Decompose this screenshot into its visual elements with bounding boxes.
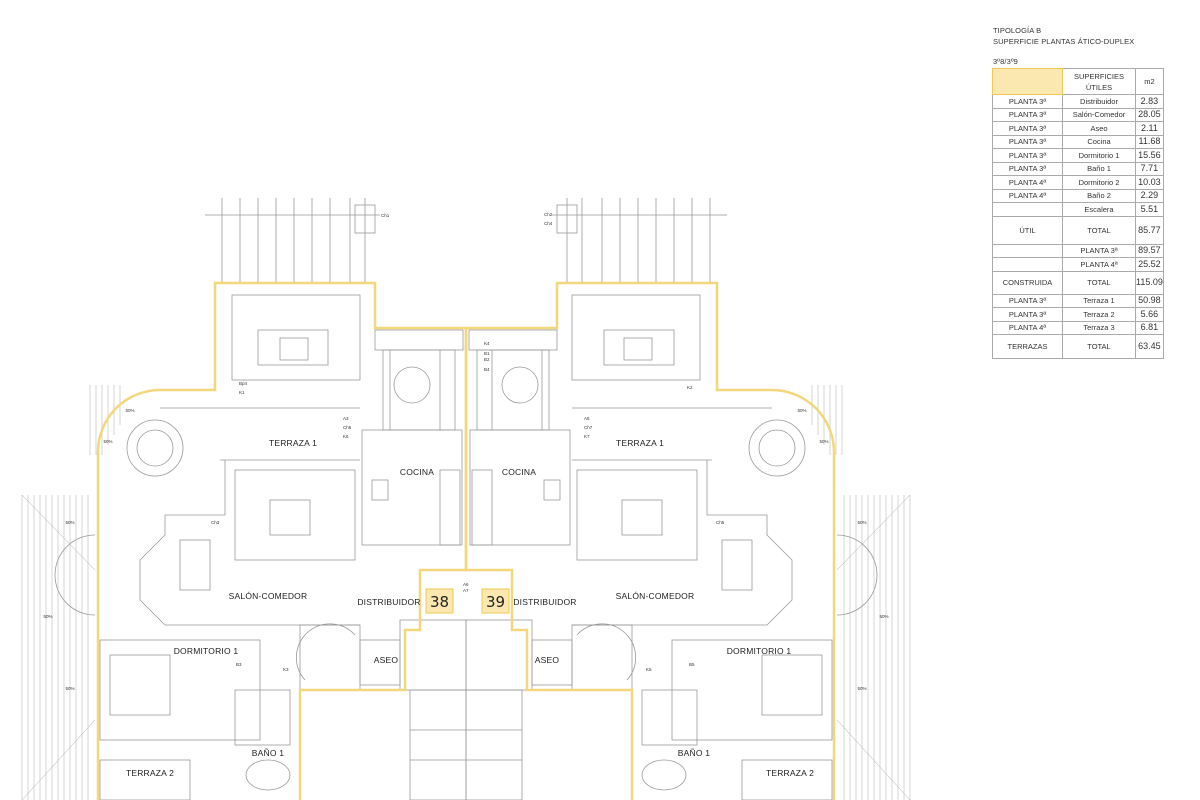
unit-38-badge — [425, 588, 454, 614]
tag-a6: A6 — [463, 582, 469, 587]
row-room: PLANTA 3ª — [1062, 243, 1136, 258]
slope-label: 50% — [857, 686, 866, 691]
header-superficies: SUPERFICIES ÚTILES — [1062, 68, 1136, 95]
tipologia-label: TIPOLOGÍA B — [993, 26, 1042, 35]
tag-ch4: Ch4 — [544, 221, 553, 226]
room-dormitorio1-left: DORMITORIO 1 — [174, 646, 239, 656]
row-floor: CONSTRUIDA — [992, 270, 1063, 295]
superficie-label: SUPERFICIE PLANTAS ÁTICO-DUPLEX — [993, 37, 1135, 46]
room-terraza2-right: TERRAZA 2 — [766, 768, 814, 778]
tag-b3: B3 — [236, 662, 242, 667]
units-label: 3º8/3º9 — [993, 57, 1018, 66]
row-area: 50.98 — [1135, 293, 1164, 308]
header-swatch — [992, 68, 1063, 95]
slope-label: 50% — [819, 439, 828, 444]
row-floor: ÚTIL — [992, 215, 1063, 245]
tag-k5: K5 — [646, 667, 652, 672]
room-salon-right: SALÓN-COMEDOR — [616, 591, 695, 601]
row-room: TOTAL — [1062, 334, 1136, 359]
row-area: 2.11 — [1135, 121, 1164, 136]
tag-k4: K4 — [484, 341, 490, 346]
tag-b5: B5 — [689, 662, 695, 667]
tag-a5: A5 — [584, 416, 590, 421]
tag-k7: K7 — [584, 434, 590, 439]
room-aseo-right: ASEO — [535, 655, 560, 665]
row-floor: PLANTA 3ª — [992, 293, 1063, 308]
tag-bp4: Bp4 — [239, 381, 248, 386]
slope-label: 50% — [65, 686, 74, 691]
tag-k2: K2 — [687, 385, 693, 390]
unit-38-number: 38 — [430, 593, 449, 611]
row-room: TOTAL — [1062, 215, 1136, 245]
tag-ch3: Ch3 — [211, 520, 220, 525]
room-salon-left: SALÓN-COMEDOR — [229, 591, 308, 601]
room-terraza1-right: TERRAZA 1 — [616, 438, 664, 448]
slope-label: 50% — [103, 439, 112, 444]
tag-k6: K6 — [343, 434, 349, 439]
row-room: Terraza 1 — [1062, 293, 1136, 308]
table-header-row: SUPERFICIES ÚTILES m2 — [992, 68, 1164, 95]
unit-39-number: 39 — [486, 593, 505, 611]
tag-b4: B4 — [484, 367, 490, 372]
room-bano1-right: BAÑO 1 — [678, 748, 710, 758]
tag-a7: A7 — [463, 588, 469, 593]
row-area: 89.57 — [1135, 243, 1164, 258]
tag-ch2: Ch2 — [544, 212, 553, 217]
left-unit-drawing — [21, 197, 468, 800]
tag-a3: A3 — [343, 416, 349, 421]
room-cocina-left: COCINA — [400, 467, 434, 477]
unit-39-badge — [481, 588, 510, 614]
room-terraza1-left: TERRAZA 1 — [269, 438, 317, 448]
tag-k3: K3 — [283, 667, 289, 672]
room-terraza2-left: TERRAZA 2 — [126, 768, 174, 778]
slope-label: 50% — [125, 408, 134, 413]
room-distribuidor-right: DISTRIBUIDOR — [513, 597, 576, 607]
room-dormitorio1-right: DORMITORIO 1 — [727, 646, 792, 656]
row-area: 85.77 — [1135, 215, 1164, 245]
slope-label: 50% — [879, 614, 888, 619]
tag-b1: B1 — [484, 351, 490, 356]
row-room: Terraza 2 — [1062, 307, 1136, 322]
room-bano1-left: BAÑO 1 — [252, 748, 284, 758]
row-area: 115.09 — [1135, 270, 1164, 295]
row-area: 63.45 — [1135, 334, 1164, 359]
tag-ch1: Ch1 — [381, 213, 390, 218]
right-unit-drawing — [464, 197, 911, 800]
slope-label: 50% — [43, 614, 52, 619]
slope-label: 50% — [797, 408, 806, 413]
tag-ch6: Ch6 — [343, 425, 352, 430]
equipment-tags: Ch1 Ch2 Ch4 Bp4 K1 K2 A3 Ch6 K6 A5 Ch7 K… — [211, 212, 725, 672]
room-distribuidor-left: DISTRIBUIDOR — [357, 597, 420, 607]
tag-ch7: Ch7 — [584, 425, 593, 430]
slope-label: 50% — [857, 520, 866, 525]
slope-label: 50% — [65, 520, 74, 525]
header-m2: m2 — [1135, 68, 1164, 95]
row-area: 5.66 — [1135, 307, 1164, 322]
tag-b2: B2 — [484, 357, 490, 362]
room-cocina-right: COCINA — [502, 467, 536, 477]
row-room: TOTAL — [1062, 270, 1136, 295]
tag-k1: K1 — [239, 390, 245, 395]
room-aseo-left: ASEO — [374, 655, 399, 665]
tag-ch5: Ch5 — [716, 520, 725, 525]
